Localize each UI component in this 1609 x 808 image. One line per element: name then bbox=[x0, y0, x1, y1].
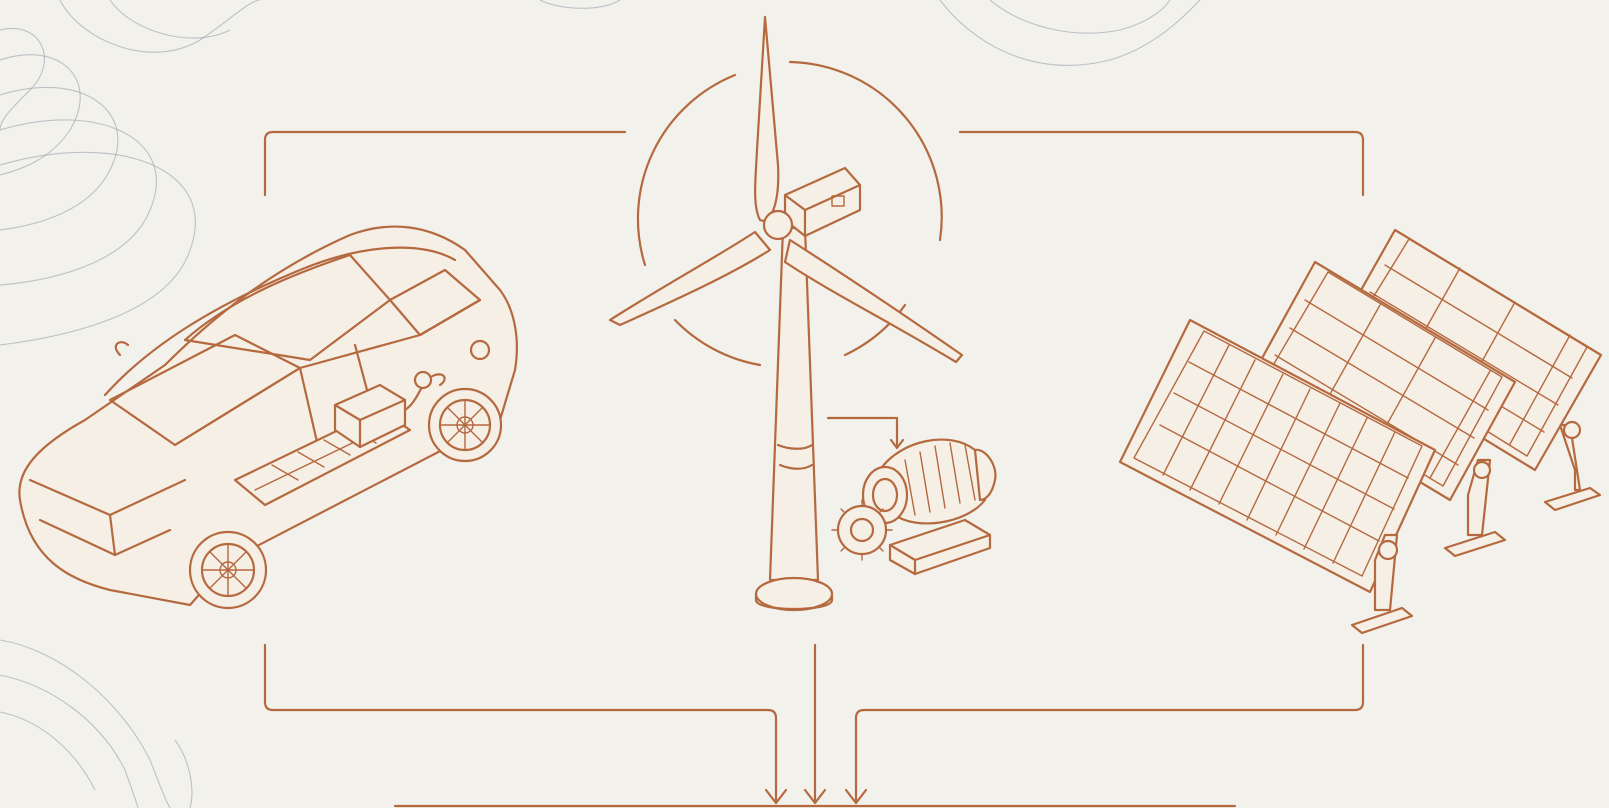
connector-solar-to-bus bbox=[856, 645, 1363, 802]
connector-ev-to-bus bbox=[265, 645, 776, 802]
connector-solar-top bbox=[960, 132, 1363, 195]
connector-ev-top bbox=[265, 132, 625, 195]
electric-car-icon bbox=[19, 227, 517, 608]
generator-icon bbox=[832, 440, 995, 574]
solar-panel-icon bbox=[1120, 230, 1601, 633]
